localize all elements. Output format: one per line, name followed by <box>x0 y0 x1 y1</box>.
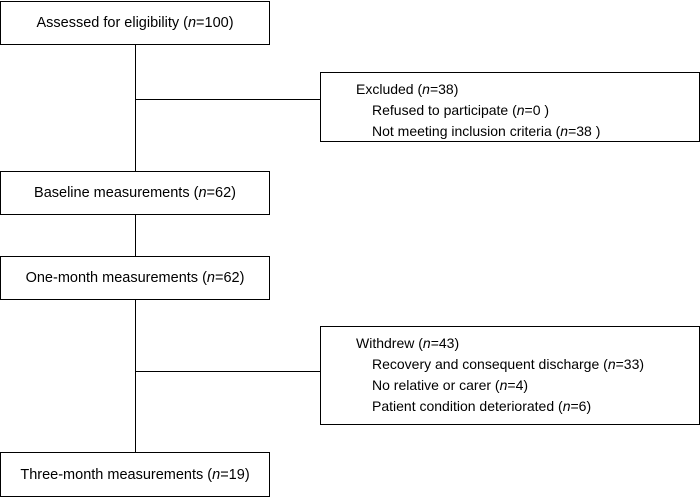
connector-to-withdrew <box>135 371 320 373</box>
excluded-heading: Excluded (n=38) <box>356 81 459 97</box>
one-month-label: One-month measurements (n=62) <box>25 270 245 286</box>
excluded-item-not-meeting: Not meeting inclusion criteria (n=38 ) <box>372 123 601 139</box>
one-month-box: One-month measurements (n=62) <box>0 256 270 300</box>
withdrew-item-no-carer: No relative or carer (n=4) <box>372 377 529 393</box>
withdrew-item-deteriorated: Patient condition deteriorated (n=6) <box>372 398 592 414</box>
connector-to-excluded <box>135 99 320 101</box>
connector-onemonth-threemonth <box>135 299 137 452</box>
baseline-box: Baseline measurements (n=62) <box>0 171 270 215</box>
withdrew-item-recovery: Recovery and consequent discharge (n=33) <box>372 356 645 372</box>
baseline-label: Baseline measurements (n=62) <box>34 185 236 201</box>
assessed-box: Assessed for eligibility (n=100) <box>0 1 270 45</box>
excluded-box: Excluded (n=38) Refused to participate (… <box>320 72 700 142</box>
withdrew-heading: Withdrew (n=43) <box>356 335 460 351</box>
assessed-label: Assessed for eligibility (n=100) <box>36 15 234 31</box>
three-month-box: Three-month measurements (n=19) <box>0 452 270 497</box>
three-month-label: Three-month measurements (n=19) <box>20 466 250 483</box>
connector-baseline-onemonth <box>135 214 137 256</box>
excluded-item-refused: Refused to participate (n=0 ) <box>372 102 550 118</box>
withdrew-box: Withdrew (n=43) Recovery and consequent … <box>320 326 700 425</box>
connector-assessed-baseline <box>135 44 137 171</box>
